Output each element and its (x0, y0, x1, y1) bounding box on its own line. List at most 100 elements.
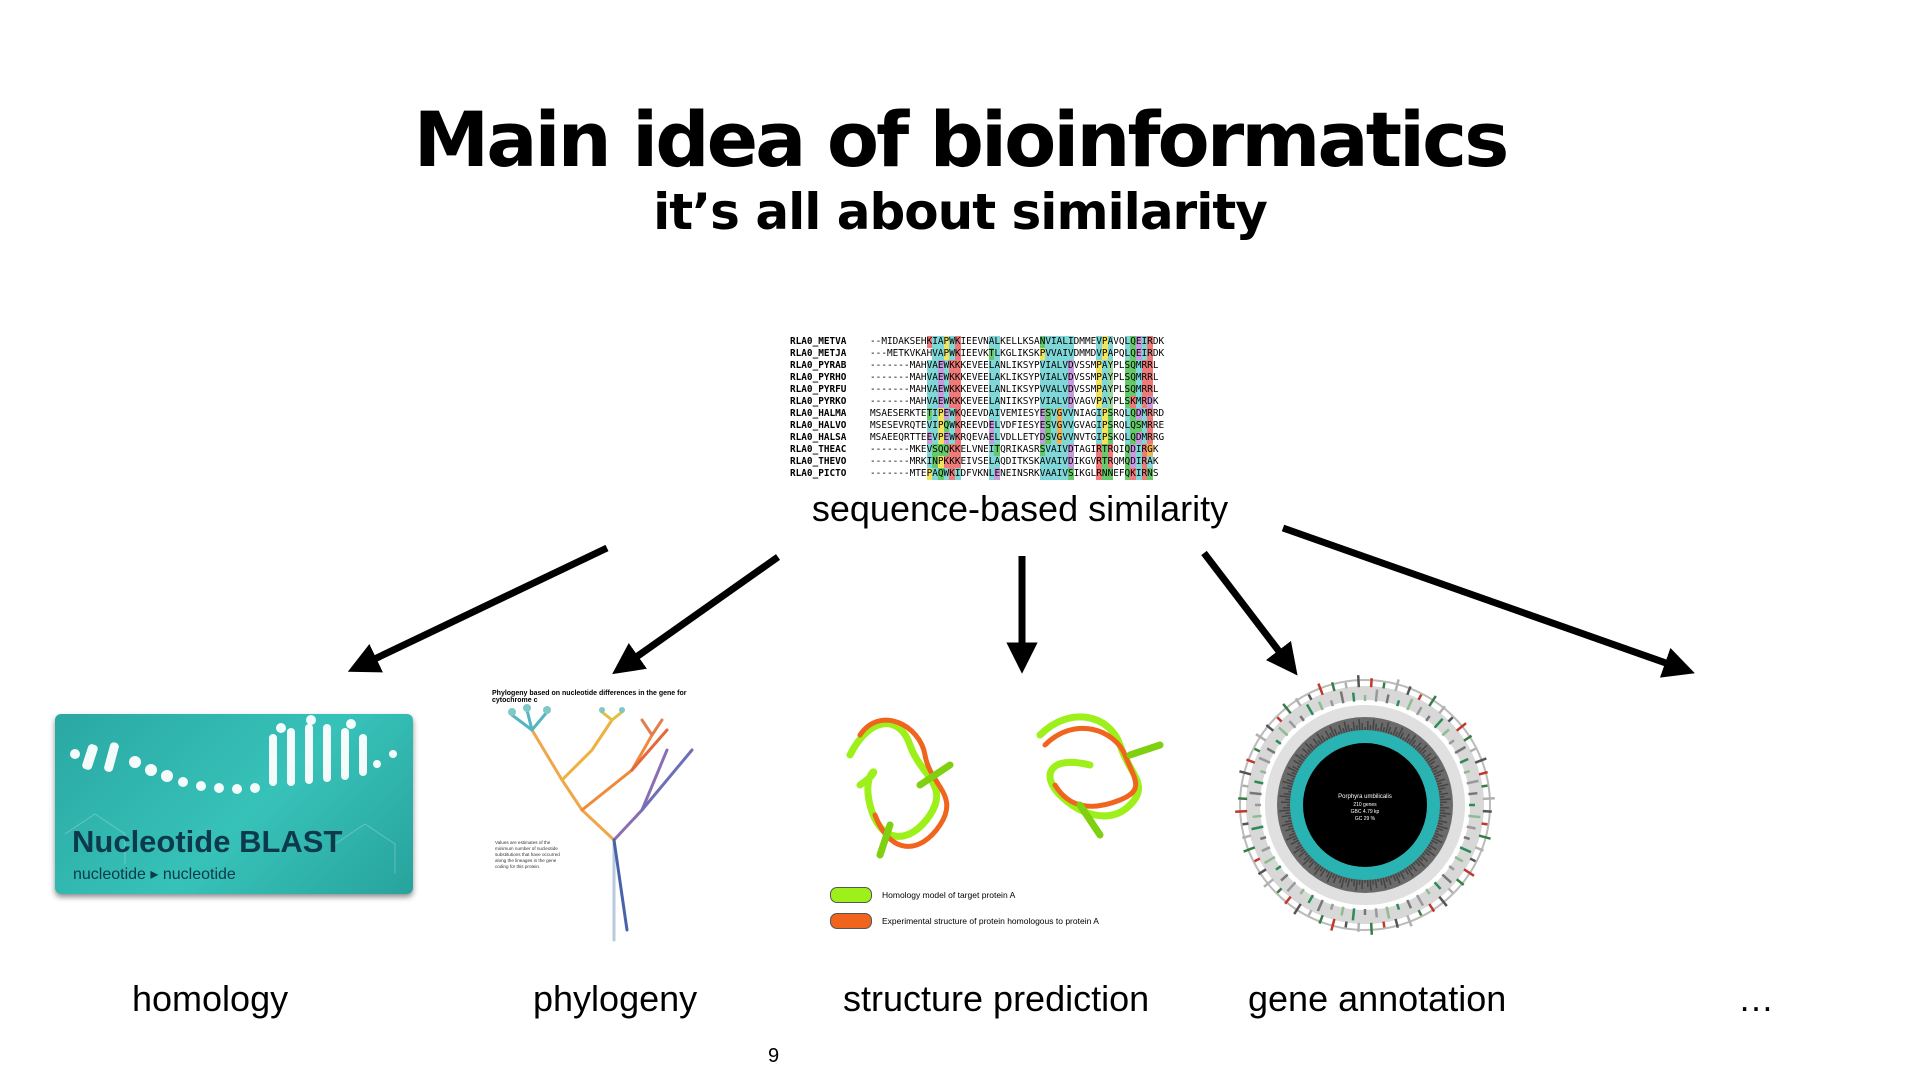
genome-gc-bar (1432, 769, 1438, 773)
phylogeny-tree-image: Phylogeny based on nucleotide difference… (492, 690, 724, 945)
genome-gc-bar (1429, 841, 1433, 845)
genome-gc-bar (1423, 850, 1431, 857)
genome-gc-bar (1432, 837, 1443, 844)
genome-tick (1478, 770, 1488, 776)
genome-tick (1455, 722, 1467, 732)
genome-tick (1369, 922, 1374, 935)
genome-gc-bar (1316, 733, 1324, 744)
genome-center-text: GBC 4.79 kp (1351, 809, 1380, 815)
slide-subtitle: it’s all about similarity (653, 183, 1268, 241)
genome-gc-bar (1326, 872, 1333, 883)
genome-gc-bar (1313, 865, 1322, 876)
genome-gc-bar (1333, 728, 1338, 736)
genome-tick (1447, 887, 1454, 894)
genome-gc-bar (1340, 876, 1346, 888)
genome-tick (1329, 699, 1335, 707)
genome-gc-bar (1399, 732, 1405, 740)
sequence-name: RLA0_THEAC (790, 444, 847, 455)
genome-gc-bar (1308, 858, 1314, 864)
genome-tick (1299, 715, 1305, 722)
genome-tick (1474, 846, 1485, 852)
genome-tick (1459, 846, 1472, 854)
alignment-row: RLA0_PICTO-------MTEPAQWKIDFVKNLENEINSRK… (790, 468, 1250, 480)
genome-gc-bar (1377, 728, 1380, 732)
genome-tick (1395, 903, 1401, 911)
sequence-alignment: RLA0_METVA--MIDAKSEHKIAPWKIEEVNALKELLKSA… (790, 336, 1250, 480)
genome-gc-bar (1401, 737, 1405, 741)
genome-tick (1245, 758, 1256, 764)
genome-gc-bar (1418, 744, 1428, 754)
genome-tick (1284, 895, 1292, 905)
genome-tick (1243, 846, 1256, 853)
genome-gc-bar (1325, 870, 1331, 878)
genome-tick (1382, 682, 1386, 689)
genome-gc-bar (1410, 863, 1418, 872)
genome-gc-bar (1285, 812, 1291, 815)
genome-gc-bar (1319, 868, 1326, 877)
genome-tick (1417, 909, 1423, 917)
genome-tick (1265, 724, 1275, 732)
genome-tick (1441, 873, 1453, 884)
genome-tick (1463, 835, 1471, 841)
genome-gc-bar (1309, 743, 1316, 750)
genome-gc-bar (1438, 790, 1442, 793)
genome-gc-bar (1317, 739, 1322, 745)
genome-tick (1356, 675, 1361, 688)
sequence-name: RLA0_PYRHO (790, 372, 847, 383)
genome-gc-bar (1406, 866, 1414, 877)
genome-gc-bar (1404, 868, 1410, 875)
genome-tick (1255, 733, 1267, 742)
genome-gc-bar (1387, 726, 1392, 734)
genome-tick (1433, 717, 1444, 729)
genome-gc-bar (1320, 735, 1326, 742)
genome-gc-bar (1312, 738, 1320, 747)
genome-gc-bar (1394, 873, 1401, 884)
alignment-row: RLA0_THEAC-------MKEVSQQKKELVNEITQRIKASR… (790, 444, 1250, 456)
genome-gc-bar (1399, 870, 1406, 880)
genome-tick (1385, 694, 1390, 704)
genome-tick (1417, 693, 1423, 701)
genome-center-text: Porphyra umbilicalis (1338, 794, 1392, 800)
genome-gc-bar (1384, 876, 1388, 883)
genome-gc-bar (1406, 738, 1411, 744)
genome-tick (1239, 770, 1252, 776)
genome-tick (1251, 825, 1264, 831)
genome-tick (1468, 791, 1478, 796)
genome-gc-bar (1425, 757, 1431, 762)
genome-gc-bar (1284, 819, 1292, 823)
genome-gc-bar (1369, 879, 1372, 891)
genome-gc-bar (1297, 765, 1301, 769)
genome-gc-bar (1302, 748, 1310, 756)
genome-gc-bar (1439, 798, 1451, 801)
genome-gc-bar (1302, 856, 1312, 866)
sequence-residues: -------MAHVAEWKKKEVEELAKLIKSYPVIALVDVSSM… (870, 372, 1159, 384)
sequence-similarity-label: sequence-based similarity (811, 488, 1229, 529)
legend-text: Homology model of target protein A (882, 890, 1016, 900)
genome-gc-bar (1304, 754, 1309, 758)
genome-gc-bar (1412, 744, 1416, 749)
genome-tick (1277, 726, 1289, 737)
genome-tick (1466, 779, 1479, 785)
genome-gc-bar (1337, 875, 1341, 879)
genome-gc-bar (1429, 765, 1433, 769)
genome-gc-bar (1426, 756, 1437, 764)
genome-gc-bar (1306, 748, 1312, 754)
genome-gc-bar (1288, 832, 1296, 837)
genome-gc-bar (1420, 854, 1428, 862)
genome-tick (1428, 695, 1437, 707)
genome-tick (1406, 899, 1413, 909)
sequence-residues: MSAEEQRTTEEVPEWKRQEVAELVDLLETYDSVGVVNVTG… (870, 432, 1165, 444)
genome-gc-bar (1283, 792, 1291, 796)
genome-gc-bar (1379, 722, 1384, 732)
genome-gc-bar (1299, 848, 1305, 853)
genome-gc-bar (1344, 877, 1348, 883)
genome-tick (1249, 791, 1262, 796)
genome-gc-bar (1350, 878, 1353, 882)
genome-gc-bar (1286, 772, 1296, 778)
genome-gc-bar (1434, 773, 1442, 778)
genome-gc-bar (1421, 852, 1426, 856)
genome-tick (1441, 728, 1450, 737)
